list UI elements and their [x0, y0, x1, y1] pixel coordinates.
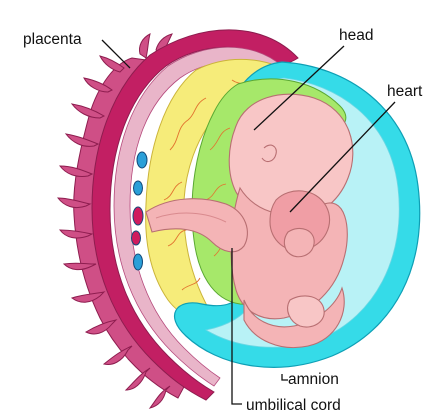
leader-head	[253, 45, 345, 131]
embryo-arm	[283, 227, 315, 258]
embryo	[228, 93, 354, 348]
embryo-tail	[243, 286, 345, 348]
embryo-head	[228, 93, 354, 221]
label-umbilical-cord: umbilical cord	[246, 397, 341, 414]
leader-amnion	[281, 374, 288, 381]
umbilical-cord-stripe	[155, 212, 227, 223]
embryo-eye	[261, 144, 277, 163]
label-placenta: placenta	[23, 31, 82, 48]
label-head: head	[339, 27, 373, 44]
leader-umbilical-cord	[231, 248, 242, 405]
label-heart: heart	[387, 83, 423, 100]
umbilical-cord	[145, 198, 248, 253]
leader-placenta	[101, 39, 131, 69]
embryo-leg	[287, 295, 325, 328]
leader-heart	[289, 101, 396, 213]
label-amnion: amnion	[288, 371, 339, 388]
placenta-vessels	[131, 151, 148, 271]
